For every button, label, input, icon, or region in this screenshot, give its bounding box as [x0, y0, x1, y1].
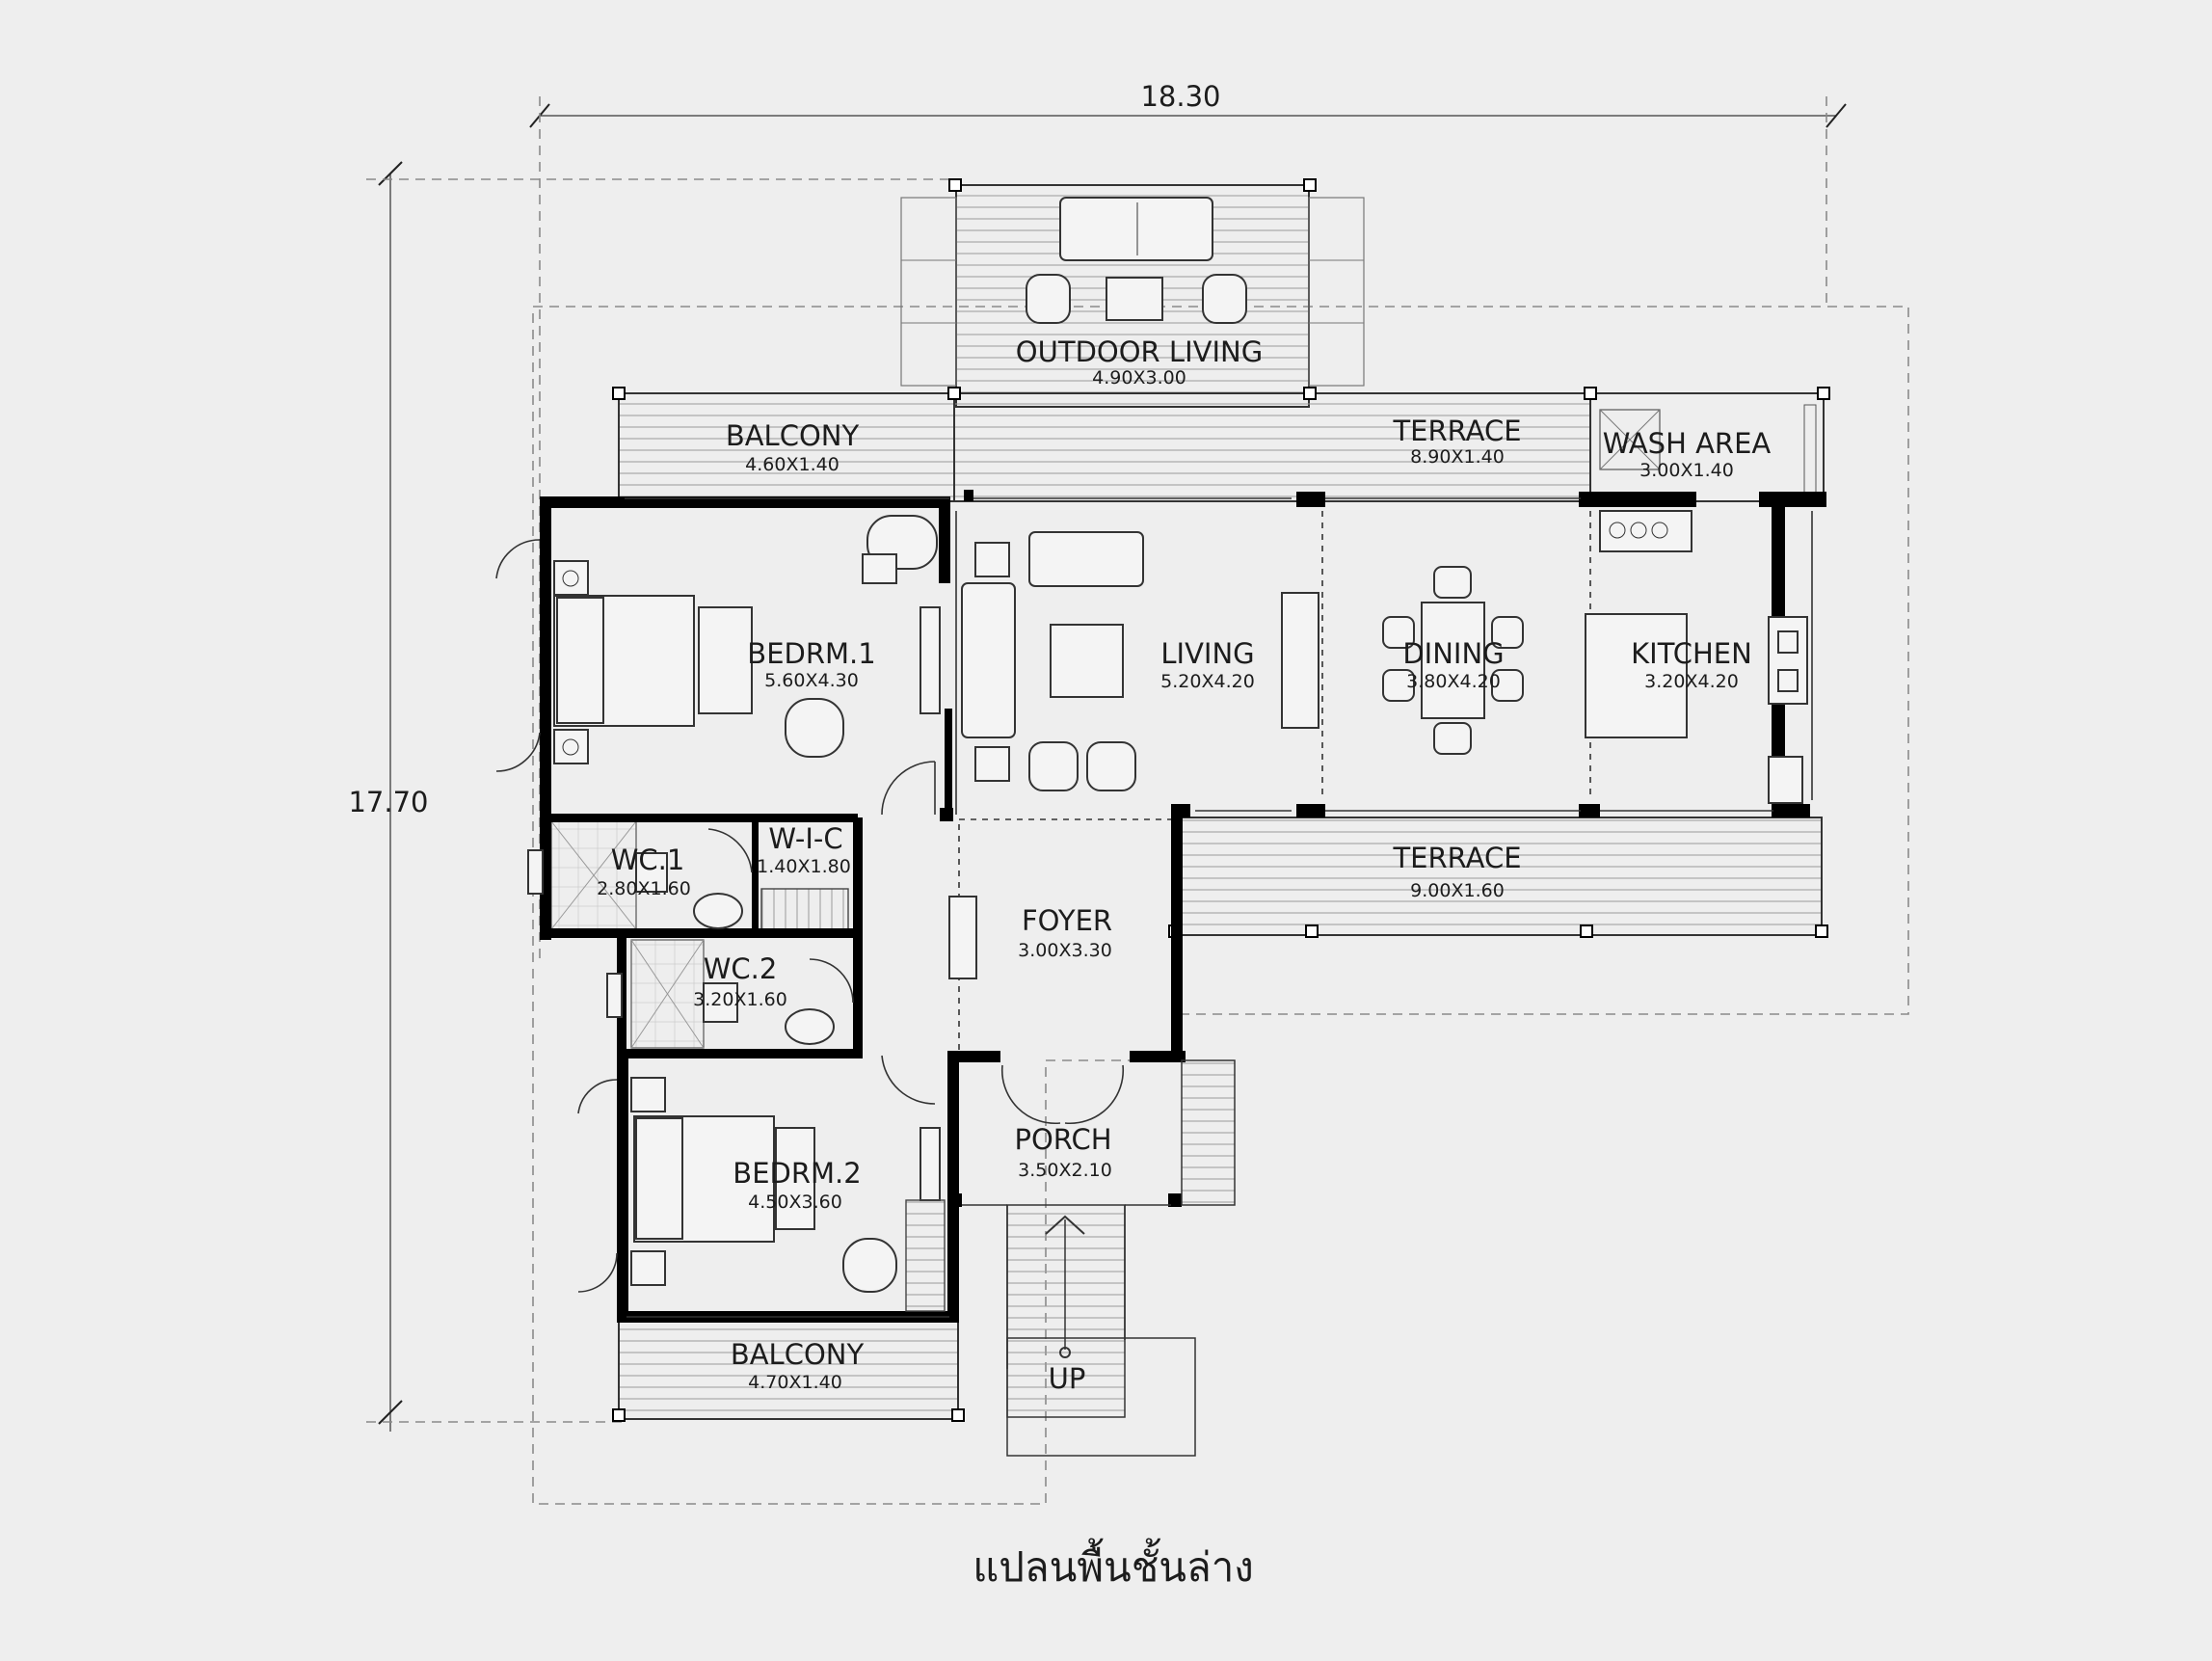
foyer-console: [948, 896, 977, 979]
wc-1-name: WC.1: [611, 844, 685, 876]
porch-name: PORCH: [1014, 1123, 1111, 1156]
plan-caption: แปลนพื้นชั้นล่าง: [973, 1538, 1254, 1591]
bedroom-2-name: BEDRM.2: [733, 1157, 861, 1190]
wash-area-size: 3.00X1.40: [1639, 460, 1734, 481]
overall-width-label: 18.30: [1140, 80, 1220, 113]
foyer-name: FOYER: [1022, 904, 1112, 937]
terrace-2-name: TERRACE: [1392, 842, 1521, 874]
living-name: LIVING: [1160, 637, 1254, 670]
terrace-2-deck: [1180, 817, 1823, 936]
wc-1-size: 2.80X1.60: [597, 878, 691, 899]
porch-stairs: [962, 1059, 1236, 1457]
terrace-1-deck: [953, 392, 1591, 502]
kitchen-fixtures: [1585, 510, 1808, 804]
kitchen-name: KITCHEN: [1631, 637, 1752, 670]
wc-2-size: 3.20X1.60: [693, 989, 787, 1010]
wc-fixtures: [527, 849, 835, 1045]
deck-posts: [612, 387, 1830, 400]
balcony-2-size: 4.70X1.40: [748, 1372, 842, 1393]
balcony-1-name: BALCONY: [726, 419, 860, 452]
wic-size: 1.40X1.80: [757, 856, 851, 877]
wic-closet-rack: [760, 888, 849, 930]
living-size: 5.20X4.20: [1160, 671, 1255, 692]
balcony-2-name: BALCONY: [731, 1338, 865, 1371]
bedroom-1-name: BEDRM.1: [747, 637, 875, 670]
bedroom-1-size: 5.60X4.30: [764, 670, 859, 691]
bedroom-2-size: 4.50X3.60: [748, 1192, 842, 1213]
dining-furniture: [1382, 566, 1524, 755]
wic-name: W-I-C: [768, 822, 842, 855]
outdoor-living-deck: [900, 178, 1365, 408]
kitchen-size: 3.20X4.20: [1644, 671, 1739, 692]
dining-name: DINING: [1402, 637, 1504, 670]
balcony-1-deck: [618, 392, 955, 502]
stair-up-label: UP: [1049, 1362, 1086, 1395]
overall-depth-label: 17.70: [348, 786, 428, 818]
terrace-2-size: 9.00X1.60: [1410, 880, 1505, 901]
outdoor-living-name: OUTDOOR LIVING: [1016, 335, 1263, 368]
window-lines: [625, 497, 1813, 1318]
living-furniture: [961, 531, 1319, 791]
foyer-size: 3.00X3.30: [1018, 940, 1112, 961]
wash-area-name: WASH AREA: [1603, 427, 1772, 460]
terrace-1-size: 8.90X1.40: [1410, 446, 1505, 468]
wash-area-floor: [1589, 392, 1825, 502]
dining-size: 3.80X4.20: [1406, 671, 1501, 692]
bedroom-1-furniture: [553, 515, 941, 764]
door-swings: [495, 539, 1125, 1293]
wc-2-name: WC.2: [704, 952, 778, 985]
terrace-1-name: TERRACE: [1392, 415, 1521, 447]
porch-size: 3.50X2.10: [1018, 1160, 1112, 1181]
bedroom-2-furniture: [630, 1077, 946, 1312]
balcony-1-size: 4.60X1.40: [745, 454, 839, 475]
balcony-2-deck: [618, 1318, 959, 1420]
outdoor-living-size: 4.90X3.00: [1092, 367, 1186, 388]
